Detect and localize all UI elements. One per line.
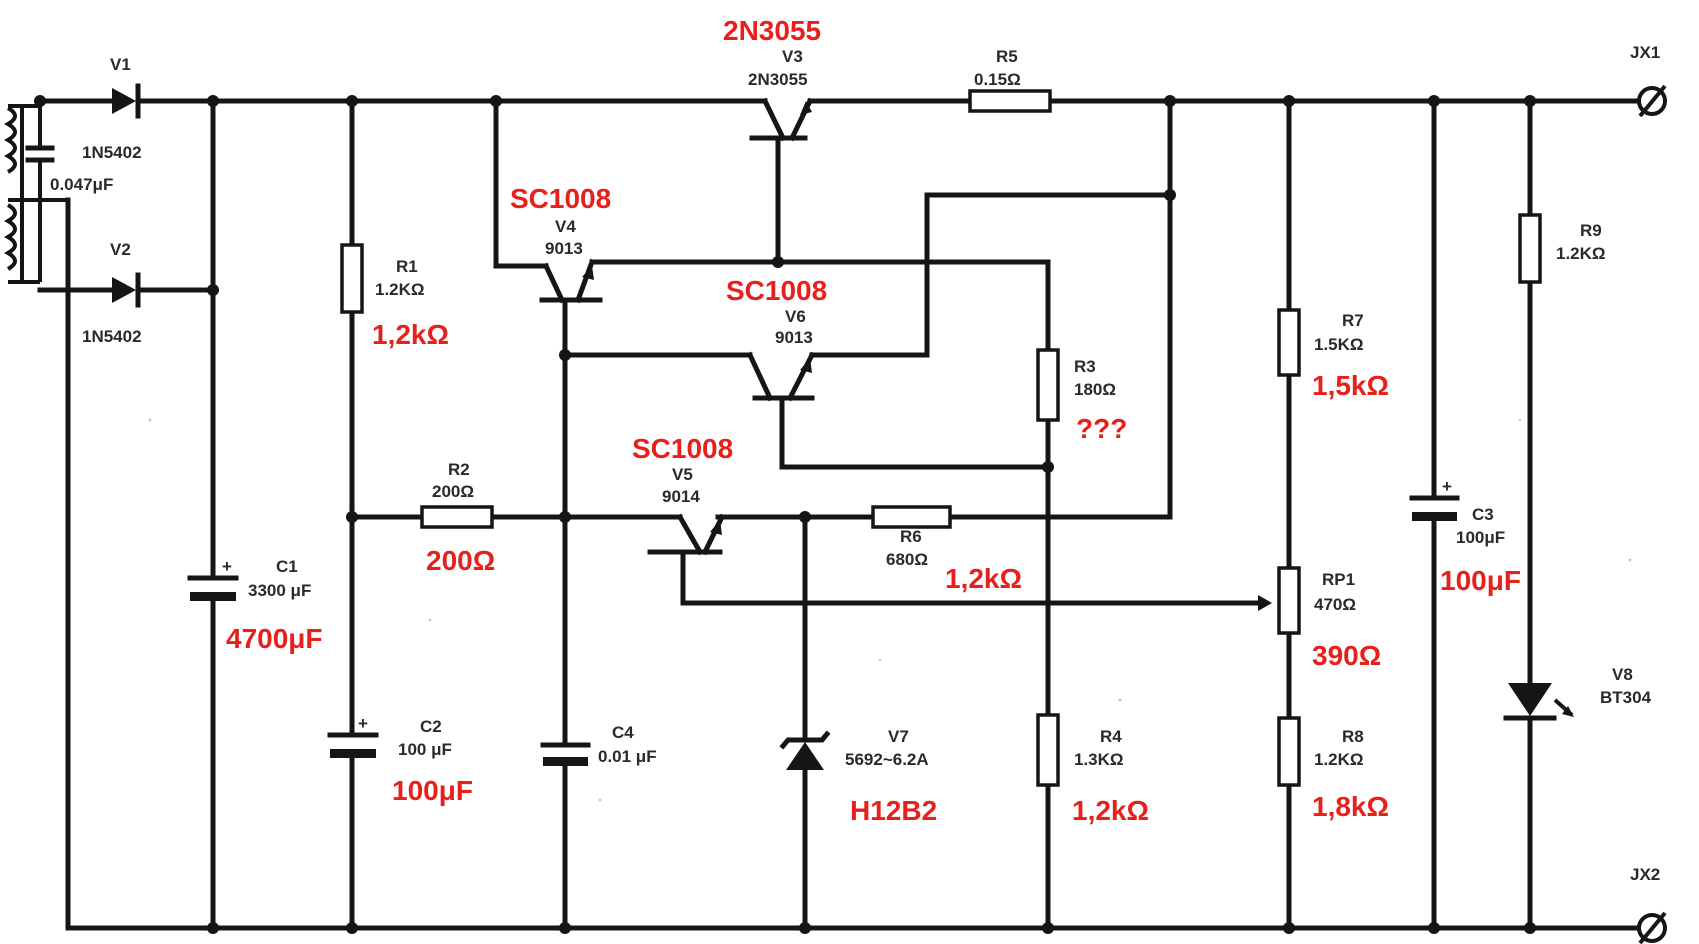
v6-part: 9013 — [775, 328, 813, 347]
terminal-jx1-label: JX1 — [1630, 43, 1660, 62]
scan-speckles — [148, 418, 1632, 802]
terminal-jx2-label: JX2 — [1630, 865, 1660, 884]
r2-name: R2 — [448, 460, 470, 479]
v2-part: 1N5402 — [82, 327, 142, 346]
r5-name: R5 — [996, 47, 1018, 66]
potentiometer-rp1 — [1258, 566, 1301, 635]
capacitor-c2: + — [327, 714, 379, 758]
r8-annotation: 1,8kΩ — [1312, 791, 1389, 822]
r3-annotation: ??? — [1076, 413, 1127, 444]
wiring — [8, 98, 1638, 931]
v4-name: V4 — [555, 217, 576, 236]
rp1-annotation: 390Ω — [1312, 640, 1381, 671]
c1-name: C1 — [276, 557, 298, 576]
r2-annotation: 200Ω — [426, 545, 495, 576]
r1-annotation: 1,2kΩ — [372, 319, 449, 350]
v1-name: V1 — [110, 55, 131, 74]
v8-part: BT304 — [1600, 688, 1652, 707]
r9-name: R9 — [1580, 221, 1602, 240]
input-capacitor — [25, 145, 55, 163]
v3-name: V3 — [782, 47, 803, 66]
diode-v2 — [112, 272, 141, 308]
resistor-r1 — [340, 243, 364, 314]
c4-value: 0.01 μF — [598, 747, 657, 766]
c2-annotation: 100μF — [392, 775, 473, 806]
transistor-v4 — [539, 258, 603, 304]
r6-annotation: 1,2kΩ — [945, 563, 1022, 594]
v7-annotation: H12B2 — [850, 795, 937, 826]
diode-v1 — [112, 83, 141, 119]
r4-value: 1.3KΩ — [1074, 750, 1124, 769]
r4-name: R4 — [1100, 727, 1122, 746]
r1-value: 1.2KΩ — [375, 280, 425, 299]
resistor-r3 — [1036, 348, 1060, 422]
v5-name: V5 — [672, 465, 693, 484]
r1-name: R1 — [396, 257, 418, 276]
c1-value: 3300 μF — [248, 581, 311, 600]
c1-annotation: 4700μF — [226, 623, 323, 654]
resistor-r7 — [1277, 308, 1301, 377]
rp1-value: 470Ω — [1314, 595, 1356, 614]
c3-annotation: 100μF — [1440, 565, 1521, 596]
v8-name: V8 — [1612, 665, 1633, 684]
v3-part: 2N3055 — [748, 70, 808, 89]
v4-part: 9013 — [545, 239, 583, 258]
v3-annotation: 2N3055 — [723, 15, 821, 46]
capacitor-c3: + — [1409, 477, 1460, 521]
r7-annotation: 1,5kΩ — [1312, 370, 1389, 401]
led-v8 — [1503, 683, 1574, 721]
transistor-v6 — [746, 351, 816, 402]
r7-name: R7 — [1342, 311, 1364, 330]
r8-value: 1.2KΩ — [1314, 750, 1364, 769]
v5-annotation: SC1008 — [632, 433, 733, 464]
v5-part: 9014 — [662, 487, 700, 506]
cin-value: 0.047μF — [50, 175, 113, 194]
r8-name: R8 — [1342, 727, 1364, 746]
rp1-name: RP1 — [1322, 570, 1355, 589]
terminal-jx1 — [1637, 84, 1667, 118]
c2-name: C2 — [420, 717, 442, 736]
c3-name: C3 — [1472, 505, 1494, 524]
svg-text:+: + — [222, 557, 232, 576]
c4-name: C4 — [612, 723, 634, 742]
transistor-v3 — [749, 97, 814, 142]
r7-value: 1.5KΩ — [1314, 335, 1364, 354]
capacitor-c4 — [540, 742, 591, 766]
r5-value: 0.15Ω — [974, 70, 1021, 89]
transistor-v5 — [647, 513, 726, 556]
r3-name: R3 — [1074, 357, 1096, 376]
c2-value: 100 μF — [398, 740, 452, 759]
v2-name: V2 — [110, 240, 131, 259]
capacitor-c1: + — [187, 557, 239, 601]
r9-value: 1.2KΩ — [1556, 244, 1606, 263]
r6-value: 680Ω — [886, 550, 928, 569]
red-annotations: 2N3055 SC1008 SC1008 SC1008 1,2kΩ 200Ω ?… — [226, 15, 1521, 826]
zener-v7 — [779, 730, 831, 770]
terminal-jx2 — [1637, 911, 1667, 944]
r6-name: R6 — [900, 527, 922, 546]
resistor-r2 — [420, 505, 494, 529]
r2-value: 200Ω — [432, 482, 474, 501]
v7-name: V7 — [888, 727, 909, 746]
v1-part: 1N5402 — [82, 143, 142, 162]
svg-text:+: + — [358, 714, 368, 733]
v6-name: V6 — [785, 307, 806, 326]
r4-annotation: 1,2kΩ — [1072, 795, 1149, 826]
resistor-r9 — [1518, 213, 1542, 284]
junctions — [34, 95, 1536, 934]
v4-annotation: SC1008 — [510, 183, 611, 214]
v7-part: 5692~6.2A — [845, 750, 929, 769]
resistor-r8 — [1277, 716, 1301, 787]
resistor-r4 — [1036, 713, 1060, 787]
v6-annotation: SC1008 — [726, 275, 827, 306]
svg-text:+: + — [1442, 477, 1452, 496]
transformer-winding — [3, 104, 24, 282]
r3-value: 180Ω — [1074, 380, 1116, 399]
resistor-r6 — [871, 505, 952, 529]
component-labels: JX1 JX2 V1 1N5402 0.047μF V2 1N5402 V3 2… — [50, 43, 1660, 884]
resistor-r5 — [968, 89, 1052, 113]
c3-value: 100μF — [1456, 528, 1505, 547]
